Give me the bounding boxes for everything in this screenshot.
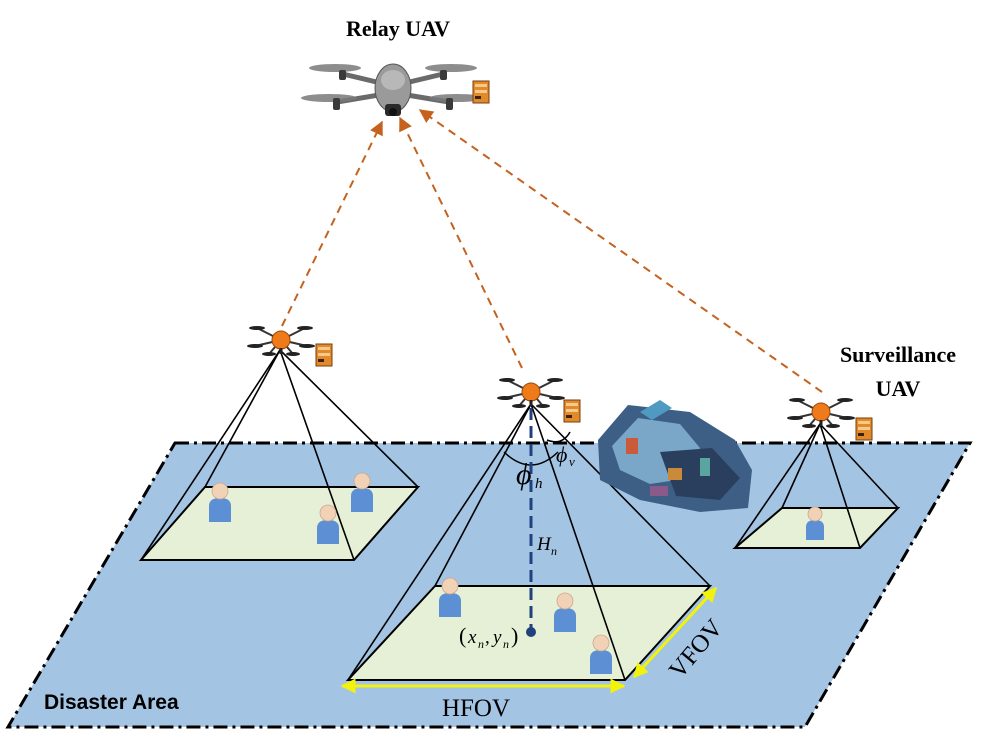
surveillance-drone-icon [497, 378, 565, 408]
ground-position-dot [526, 627, 536, 637]
disaster-area-label: Disaster Area [44, 691, 179, 714]
person-icon [554, 592, 576, 632]
right-view-frustum [734, 423, 899, 549]
server-box-icon [315, 343, 333, 367]
shipwreck-illustration [598, 400, 752, 512]
left-view-frustum [140, 349, 419, 561]
link-right-to-relay [418, 109, 823, 393]
phi-v-label: ϕ v [556, 442, 575, 469]
svg-text:(: ( [459, 623, 466, 648]
server-box-icon [472, 80, 490, 104]
phi-h-label: ϕ h [516, 458, 543, 492]
surveillance-drone-icon [247, 326, 315, 356]
svg-text:n: n [478, 637, 484, 651]
person-icon [806, 506, 824, 540]
surveillance-uav-label-line2: UAV [876, 376, 921, 401]
svg-text:v: v [569, 454, 575, 469]
communication-links [281, 109, 823, 393]
person-icon [351, 472, 373, 512]
svg-text:ϕ: ϕ [556, 442, 567, 467]
surveillance-uav-label-line1: Surveillance [840, 342, 956, 367]
server-box-icon [563, 399, 581, 423]
server-box-icon [855, 417, 873, 441]
relay-uav-label: Relay UAV [346, 16, 450, 41]
person-icon [317, 504, 339, 544]
svg-text:n: n [551, 544, 557, 558]
center-view-frustum [347, 403, 711, 681]
relay-drone-icon [301, 63, 485, 116]
phi-v-angle-arc [546, 431, 571, 443]
hfov-label: HFOV [442, 695, 510, 722]
svg-text:ϕ: ϕ [516, 458, 532, 491]
ground-position-label: ( x n , y n ) [459, 623, 518, 651]
svg-text:H: H [536, 534, 552, 555]
svg-text:): ) [511, 623, 518, 648]
svg-text:x: x [467, 627, 477, 648]
svg-text:y: y [491, 627, 502, 648]
person-icon [439, 577, 461, 617]
svg-text:n: n [503, 637, 509, 651]
link-center-to-relay [399, 116, 523, 369]
svg-text:,: , [485, 627, 490, 648]
svg-text:h: h [535, 476, 543, 492]
vfov-arrow [632, 586, 718, 679]
link-left-to-relay [281, 120, 383, 327]
surveillance-drone-icon [787, 398, 855, 428]
person-icon [209, 482, 231, 522]
person-icon [590, 634, 612, 674]
height-label: H n [536, 534, 557, 558]
